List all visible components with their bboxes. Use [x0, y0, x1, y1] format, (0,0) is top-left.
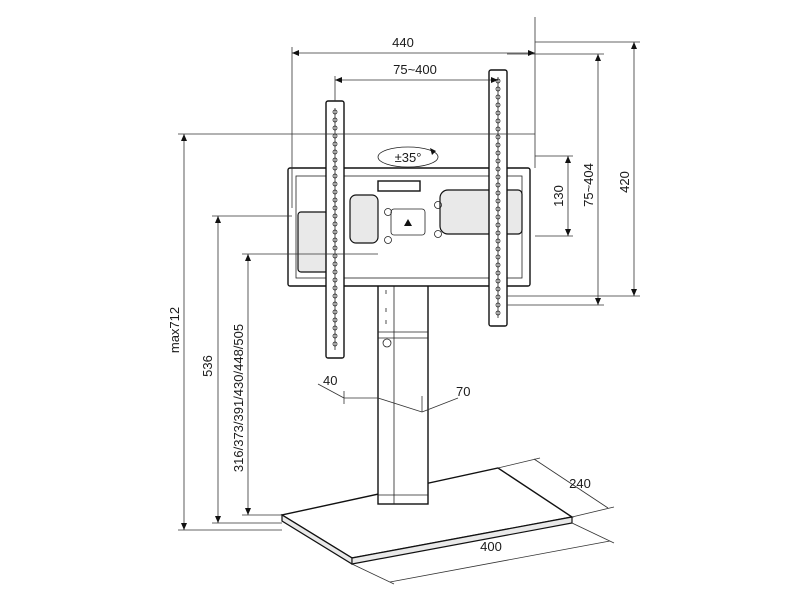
- base-plate: [280, 467, 574, 566]
- arm-slot-hole: [332, 325, 338, 331]
- arm-slot-hole: [332, 317, 338, 323]
- arm-slot-hole: [495, 310, 501, 316]
- label-max-height: max712: [167, 307, 182, 353]
- arm-slot-hole: [495, 246, 501, 252]
- arm-slot-hole: [332, 269, 338, 275]
- label-base-width: 400: [480, 539, 502, 554]
- tv-arm-right: [488, 69, 508, 327]
- arm-slot-hole: [495, 158, 501, 164]
- arm-slot-hole: [332, 149, 338, 155]
- arm-slot-hole: [332, 109, 338, 115]
- arm-slot-hole: [332, 333, 338, 339]
- arm-slot-hole: [495, 270, 501, 276]
- arm-slot-hole: [495, 294, 501, 300]
- arm-slots: [332, 78, 501, 347]
- arm-slot-hole: [332, 125, 338, 131]
- arm-slot-hole: [332, 277, 338, 283]
- arm-slot-hole: [495, 214, 501, 220]
- arm-slot-hole: [332, 301, 338, 307]
- arm-slot-hole: [495, 134, 501, 140]
- arm-slot-hole: [495, 118, 501, 124]
- arm-slot-hole: [332, 173, 338, 179]
- arm-slot-hole: [332, 157, 338, 163]
- arm-slot-hole: [495, 198, 501, 204]
- arm-slot-hole: [495, 142, 501, 148]
- label-bracket-total: 420: [617, 171, 632, 193]
- arm-slot-hole: [332, 261, 338, 267]
- arm-slot-hole: [495, 86, 501, 92]
- arm-slot-hole: [332, 141, 338, 147]
- arm-slot-hole: [495, 302, 501, 308]
- arm-slot-hole: [332, 205, 338, 211]
- dimension-arrows: [181, 42, 637, 530]
- arm-slot-hole: [495, 182, 501, 188]
- arm-slot-hole: [332, 293, 338, 299]
- arm-slot-hole: [495, 254, 501, 260]
- arm-slot-hole: [332, 341, 338, 347]
- label-vesa-vertical: 75~404: [581, 163, 596, 207]
- arm-slot-hole: [495, 238, 501, 244]
- label-column-width: 70: [456, 384, 470, 399]
- arm-slot-hole: [495, 150, 501, 156]
- label-mount-heights: 316/373/391/430/448/505: [231, 324, 246, 472]
- arm-slot-hole: [495, 78, 501, 84]
- arm-slot-hole: [332, 229, 338, 235]
- support-column: [377, 261, 429, 505]
- label-column-depth: 40: [323, 373, 337, 388]
- label-vesa-horizontal: 75~400: [393, 62, 437, 77]
- arm-slot-hole: [332, 165, 338, 171]
- arm-slot-hole: [495, 190, 501, 196]
- label-base-depth: 240: [569, 476, 591, 491]
- arm-slot-hole: [495, 222, 501, 228]
- arm-slot-hole: [495, 262, 501, 268]
- arm-slot-hole: [495, 278, 501, 284]
- dimension-lines: [178, 17, 640, 585]
- label-overall-width: 440: [392, 35, 414, 50]
- arm-slot-hole: [495, 94, 501, 100]
- arm-slot-hole: [332, 221, 338, 227]
- arm-slot-hole: [495, 230, 501, 236]
- arm-slot-hole: [332, 197, 338, 203]
- rotation-icon: [377, 146, 439, 168]
- arm-slot-hole: [495, 286, 501, 292]
- arm-slot-hole: [332, 245, 338, 251]
- arm-slot-hole: [495, 102, 501, 108]
- arm-slot-hole: [332, 181, 338, 187]
- label-column-height: 536: [200, 355, 215, 377]
- label-bracket-height: 130: [551, 185, 566, 207]
- dimension-labels: 440 75~400 ±35° 130 75~404 420 max712 53…: [167, 35, 632, 554]
- arm-slot-hole: [495, 166, 501, 172]
- arm-slot-hole: [495, 126, 501, 132]
- arm-slot-hole: [332, 309, 338, 315]
- arm-slot-hole: [332, 189, 338, 195]
- arm-slot-hole: [495, 206, 501, 212]
- arm-slot-hole: [332, 237, 338, 243]
- arm-slot-hole: [332, 213, 338, 219]
- arm-slot-hole: [495, 174, 501, 180]
- tv-arm-left: [325, 100, 345, 359]
- arm-slot-hole: [332, 117, 338, 123]
- arm-slot-hole: [332, 285, 338, 291]
- arm-slot-hole: [495, 110, 501, 116]
- label-rotation: ±35°: [395, 150, 422, 165]
